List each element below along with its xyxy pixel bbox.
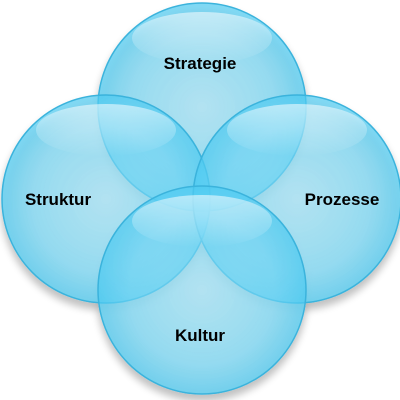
label-struktur: Struktur — [25, 190, 92, 209]
gloss-struktur — [36, 104, 176, 156]
label-prozesse: Prozesse — [305, 190, 380, 209]
label-kultur: Kultur — [175, 326, 225, 345]
gloss-kultur — [132, 195, 272, 247]
gloss-prozesse — [227, 104, 367, 156]
gloss-strategie — [132, 12, 272, 64]
labels-group: Strategie Struktur Prozesse Kultur — [25, 54, 379, 345]
label-strategie: Strategie — [164, 54, 237, 73]
gloss-group — [36, 12, 367, 247]
